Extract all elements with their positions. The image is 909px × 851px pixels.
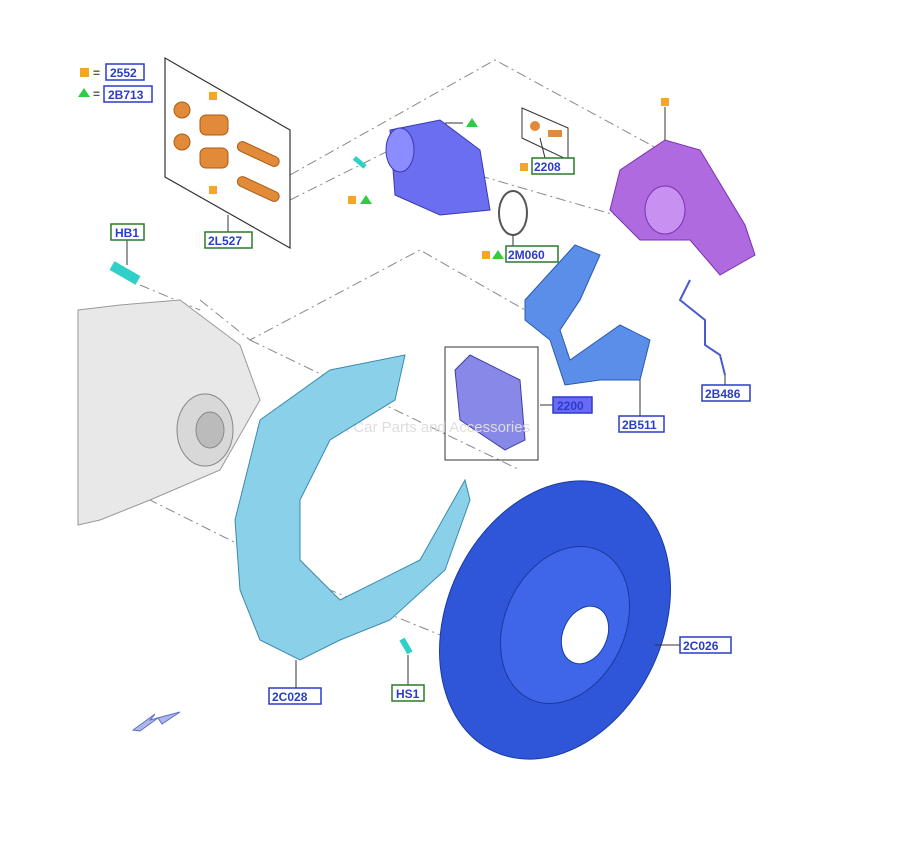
caliper-bracket [524, 244, 651, 386]
legend-equals: = [93, 87, 100, 101]
hub-bolt [109, 261, 141, 285]
callout-2552[interactable]: 2552 [105, 63, 145, 81]
square-marker [661, 98, 669, 106]
brake-hose [678, 279, 726, 376]
legend-triangle-icon [78, 88, 90, 97]
brake-rotor [439, 480, 671, 760]
motor-bolt [352, 155, 367, 169]
callout-text: 2C028 [272, 690, 308, 704]
triangle-marker [466, 118, 478, 127]
callout-text: 2C026 [683, 639, 719, 653]
square-marker [209, 92, 217, 100]
callout-2C026[interactable]: 2C026 [679, 636, 732, 654]
legend-square-icon [80, 68, 89, 77]
legend-equals: = [93, 66, 100, 80]
parking-brake-motor [385, 119, 491, 216]
callout-HS1[interactable]: HS1 [391, 684, 425, 702]
callout-text: HB1 [115, 226, 139, 240]
callout-2B486[interactable]: 2B486 [701, 384, 751, 402]
watermark: MGK Car Parts and Accessories [315, 419, 530, 436]
wheel-hub-knuckle [77, 299, 261, 526]
callout-text: 2B486 [705, 387, 741, 401]
callout-text: 2552 [110, 66, 137, 80]
square-marker [348, 196, 356, 204]
bleed-screw [548, 130, 562, 137]
callout-2B713[interactable]: 2B713 [103, 85, 153, 103]
callout-2B511[interactable]: 2B511 [618, 415, 665, 433]
callout-text: 2L527 [208, 234, 242, 248]
square-marker [209, 186, 217, 194]
callout-HB1[interactable]: HB1 [110, 223, 145, 241]
brake-pads [454, 354, 526, 451]
callout-text: 2208 [534, 160, 561, 174]
pads-frame [444, 346, 539, 461]
callout-text: 2M060 [508, 248, 545, 262]
callout-2208[interactable]: 2208 [531, 157, 575, 175]
callout-text: 2200 [557, 399, 584, 413]
square-marker [482, 251, 490, 259]
callout-text: 2B713 [108, 88, 144, 102]
brake-caliper [609, 139, 756, 276]
guide-pins [173, 101, 280, 202]
square-marker [520, 163, 528, 171]
pin-kit-frame [164, 56, 291, 250]
bleed-cap [530, 121, 540, 131]
callout-text: HS1 [396, 687, 420, 701]
callout-2L527[interactable]: 2L527 [204, 231, 253, 249]
callout-2200[interactable]: 2200 [552, 396, 593, 414]
callout-text: 2B511 [622, 418, 657, 432]
triangle-marker [492, 250, 504, 259]
part-callouts: 2552 2B713 2L527 HB1 2208 2M060 2200 2B5… [103, 63, 751, 705]
direction-arrow-icon [131, 711, 181, 732]
shield-bolt [399, 637, 413, 655]
seal-ring [498, 190, 528, 236]
dust-shield [234, 354, 471, 661]
callout-2C028[interactable]: 2C028 [268, 687, 322, 705]
triangle-marker [360, 195, 372, 204]
callout-2M060[interactable]: 2M060 [505, 245, 559, 263]
